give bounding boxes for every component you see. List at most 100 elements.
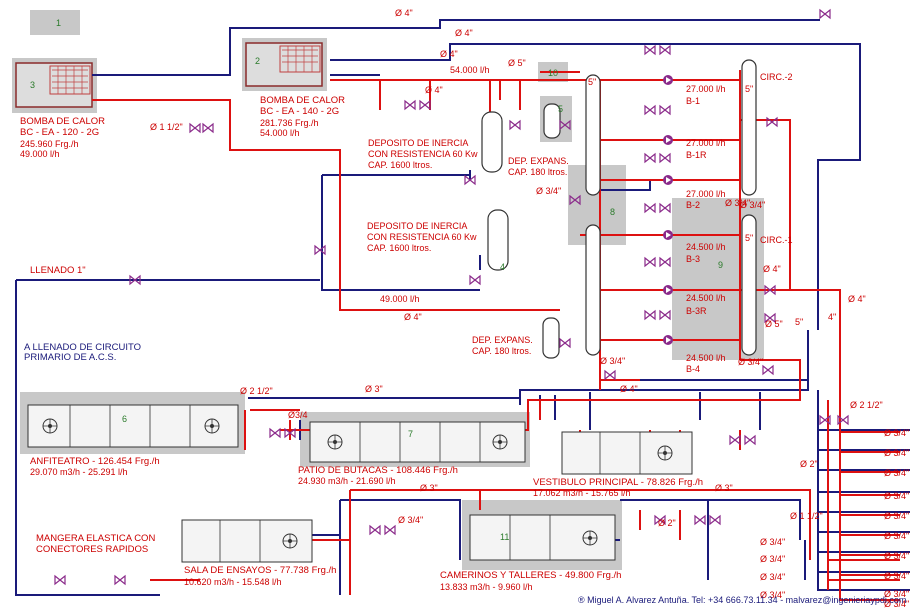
ahu-patio xyxy=(309,421,526,463)
diam-2-a: Ø 2" xyxy=(658,518,676,528)
b1r-label: B-1R xyxy=(686,150,707,160)
inertia-mid-line2: CON RESISTENCIA 60 Kw xyxy=(367,232,477,242)
collectors xyxy=(585,59,757,356)
diam-5in-a: 5" xyxy=(588,77,596,87)
ahu-anfiteatro-name: ANFITEATRO - 126.454 Frg./h xyxy=(30,456,160,467)
flow-c3: 27.000 l/h xyxy=(686,189,726,199)
tap-label: Ø 3/4" xyxy=(884,571,909,581)
ahu-ensayos-flow: 10.620 m3/h - 15.548 l/h xyxy=(184,577,282,587)
expansion-top-line2: CAP. 180 ltros. xyxy=(508,167,567,177)
diam-5: Ø 5" xyxy=(508,58,526,68)
zone-label-8: 8 xyxy=(610,207,615,217)
hp-left-power: 245.960 Frg./h xyxy=(20,139,79,149)
ahu-camerinos-flow: 13.833 m3/h - 9.960 l/h xyxy=(440,582,533,592)
ahu-patio-flow: 24.930 m3/h - 21.690 l/h xyxy=(298,476,396,486)
ahu-ensayos xyxy=(181,519,313,563)
acs-line1: A LLENADO DE CIRCUITO xyxy=(24,342,141,353)
diam-2-1-2-b: Ø 2 1/2" xyxy=(850,400,883,410)
return-pipes xyxy=(15,19,910,596)
tap-label: Ø 3/4" xyxy=(884,551,909,561)
right-tap-labels: Ø 3/4" Ø 3/4" Ø 3/4" Ø 3/4" Ø 3/4" Ø 3/4… xyxy=(884,428,909,609)
diam-5in-d: 5" xyxy=(795,317,803,327)
inertia-top-line2: CON RESISTENCIA 60 Kw xyxy=(368,149,478,159)
ahu-vestibulo-name: VESTIBULO PRINCIPAL - 78.826 Frg./h xyxy=(533,477,703,488)
diam-4-top: Ø 4" xyxy=(395,8,413,18)
heat-pump-mid-unit xyxy=(245,42,323,87)
zone-label-9: 9 xyxy=(718,260,723,270)
b3-label: B-3 xyxy=(686,254,700,264)
circ1-label: CIRC.-1 xyxy=(760,235,793,245)
diam-1-1-2-b: Ø 1 1/2" xyxy=(790,511,823,521)
diam-3-4-g: Ø 3/4" xyxy=(760,554,785,564)
diam-4in: 4" xyxy=(828,312,836,322)
expansion-bottom-line2: CAP. 180 ltros. xyxy=(472,346,531,356)
tap-label: Ø 3/4" xyxy=(884,589,909,599)
flow-c5: 24.500 l/h xyxy=(686,293,726,303)
diam-3-b: Ø 3" xyxy=(420,483,438,493)
tap-label: Ø 3/4" xyxy=(884,511,909,521)
flow-c2: 27.000 l/h xyxy=(686,138,726,148)
b3r-label: B-3R xyxy=(686,306,707,316)
zone-label-1: 1 xyxy=(56,18,61,28)
diam-3-4-j: Ø 3/4" xyxy=(738,357,763,367)
diam-3-4-a: Ø 3/4" xyxy=(536,186,561,196)
ahu-camerinos xyxy=(469,514,616,561)
diam-3-4-c: Ø 3/4" xyxy=(725,198,750,208)
diameter-labels: Ø 4" Ø 4" Ø 4" Ø 4" Ø 5" Ø 1 1/2" Ø 3/4"… xyxy=(150,8,883,600)
manguera-line1: MANGERA ELASTICA CON xyxy=(36,533,155,544)
hp-left-flow: 49.000 l/h xyxy=(20,149,60,159)
circuit-pumps xyxy=(644,45,673,345)
manguera-line2: CONECTORES RAPIDOS xyxy=(36,544,148,555)
tap-label: Ø 3/4" xyxy=(884,428,909,438)
credit-footer: ® Miguel A. Alvarez Antuña. Tel: +34 666… xyxy=(578,595,906,605)
inertia-mid-line3: CAP. 1600 ltros. xyxy=(367,243,431,253)
ahu-camerinos-name: CAMERINOS Y TALLERES - 49.800 Frg./h xyxy=(440,570,621,581)
zone-label-7: 7 xyxy=(408,429,413,439)
diam-5in-b: 5" xyxy=(745,84,753,94)
diam-4-e: Ø 4" xyxy=(763,264,781,274)
heat-pump-left-unit xyxy=(15,62,93,108)
diam-4-b: Ø 4" xyxy=(440,49,458,59)
inertia-mid-line1: DEPOSITO DE INERCIA xyxy=(367,221,467,231)
diam-2-1-2: Ø 2 1/2" xyxy=(240,386,273,396)
ahu-anfiteatro xyxy=(27,404,239,448)
diam-3: Ø 3" xyxy=(365,384,383,394)
hp-mid-flow: 54.000 l/h xyxy=(260,128,300,138)
diam-3-4-i: Ø 3/4" xyxy=(760,590,785,600)
hp-mid-model: BC - EA - 140 - 2G xyxy=(260,106,339,117)
flow-c6: 24.500 l/h xyxy=(686,353,726,363)
hp-mid-title: BOMBA DE CALOR xyxy=(260,95,345,106)
flow-c1: 27.000 l/h xyxy=(686,84,726,94)
hp-left-title: BOMBA DE CALOR xyxy=(20,116,105,127)
tap-label: Ø 3/4" xyxy=(884,448,909,458)
ahu-ensayos-name: SALA DE ENSAYOS - 77.738 Frg./h xyxy=(184,565,336,576)
b1-label: B-1 xyxy=(686,96,700,106)
diam-3-4-k: Ø 3/4" xyxy=(740,200,765,210)
zone-label-6: 6 xyxy=(122,414,127,424)
diam-3-4-h: Ø 3/4" xyxy=(760,572,785,582)
expansion-top-line1: DEP. EXPANS. xyxy=(508,156,569,166)
zone-label-5: 5 xyxy=(558,104,563,114)
diam-3-4-e: Ø 3/4" xyxy=(398,515,423,525)
ahu-vestibulo-flow: 17.062 m3/h - 15.765 l/h xyxy=(533,488,631,498)
zone-label-10: 10 xyxy=(548,68,558,78)
diam-5in-c: 5" xyxy=(745,233,753,243)
diam-4-g: Ø 4" xyxy=(620,384,638,394)
zone-label-2: 2 xyxy=(255,56,260,66)
ahu-patio-name: PATIO DE BUTACAS - 108.446 Frg./h xyxy=(298,465,458,476)
tap-label: Ø 3/4" xyxy=(884,599,909,609)
hp-left-model: BC - EA - 120 - 2G xyxy=(20,127,99,138)
ahu-vestibulo xyxy=(561,431,693,475)
diam-4-f: Ø 4" xyxy=(848,294,866,304)
diam-3-4-d: Ø3/4 xyxy=(288,410,308,420)
inertia-top-line3: CAP. 1600 ltros. xyxy=(368,160,432,170)
zone-label-3: 3 xyxy=(30,80,35,90)
flow-54000: 54.000 l/h xyxy=(450,65,490,75)
expansion-bottom-line1: DEP. EXPANS. xyxy=(472,335,533,345)
diam-2-b: Ø 2" xyxy=(800,459,818,469)
diam-3-4-f: Ø 3/4" xyxy=(760,537,785,547)
hp-mid-power: 281.736 Frg./h xyxy=(260,118,319,128)
zone-label-11: 11 xyxy=(500,532,509,542)
